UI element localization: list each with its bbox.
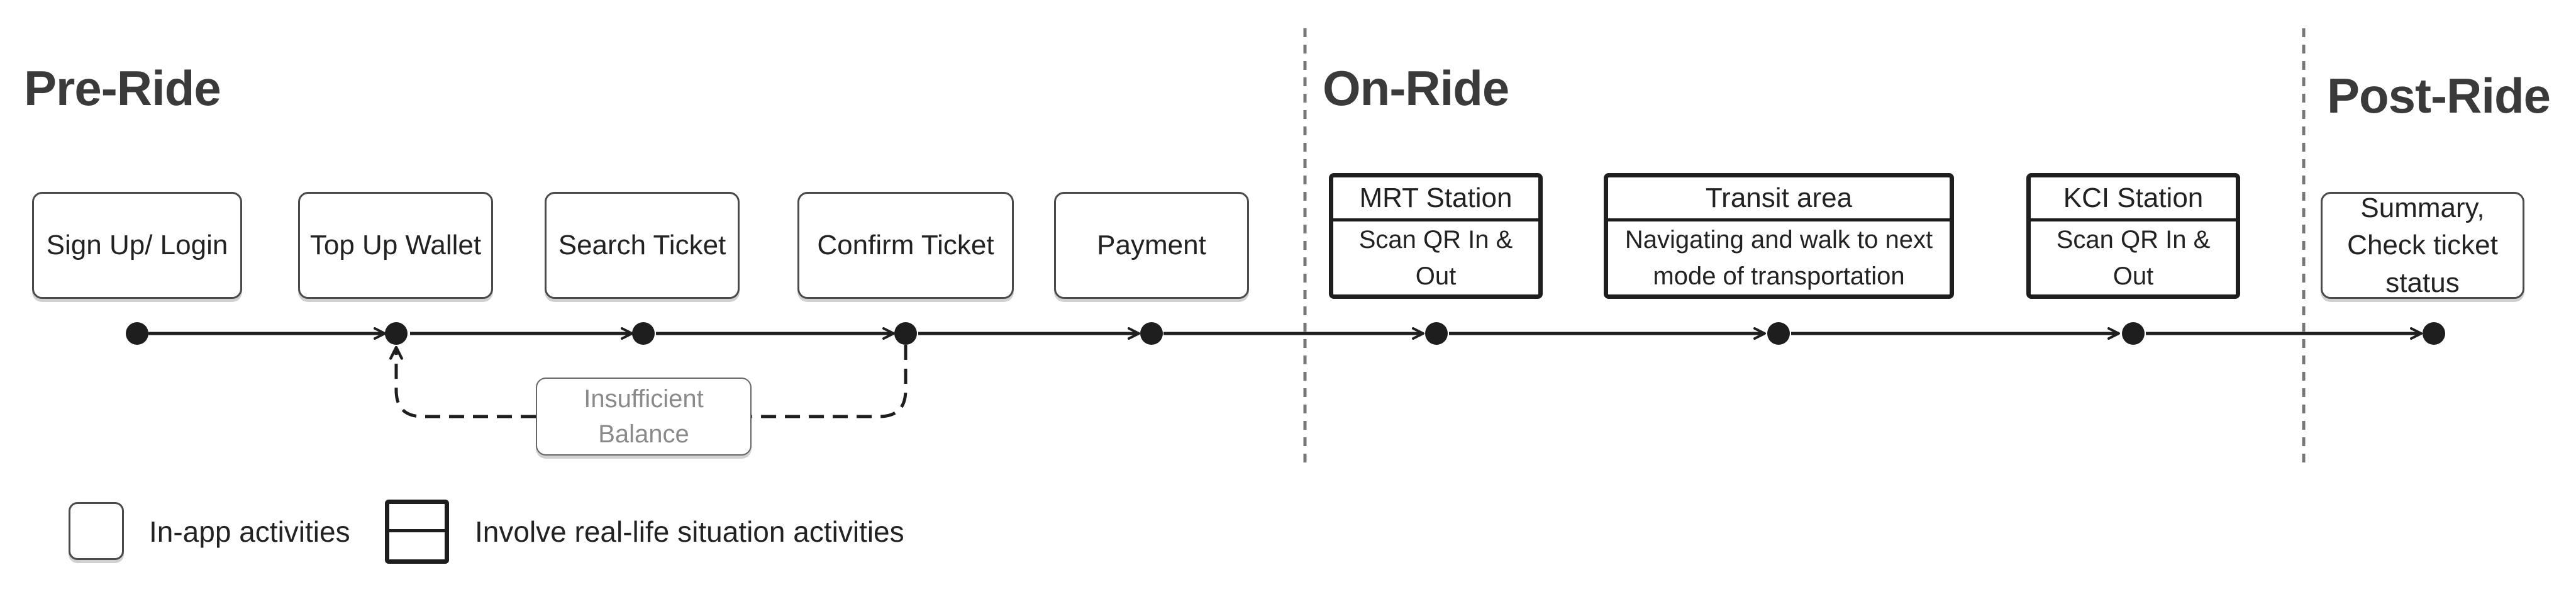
step-mrt-station: MRT Station Scan QR In & Out <box>1329 173 1543 299</box>
step-sign-up-login: Sign Up/ Login <box>32 192 242 299</box>
node-transit <box>1767 322 1790 345</box>
kci-station-title: KCI Station <box>2031 177 2236 221</box>
insufficient-balance-loop <box>396 345 908 418</box>
step-confirm-ticket: Confirm Ticket <box>797 192 1014 299</box>
step-search-ticket: Search Ticket <box>545 192 740 299</box>
node-summary <box>2423 322 2445 345</box>
phase-on-ride: On-Ride <box>1323 60 1509 116</box>
node-mrt <box>1425 322 1448 345</box>
mrt-station-detail: Scan QR In & Out <box>1358 226 1513 290</box>
legend-in-app-swatch <box>69 502 124 560</box>
node-signup <box>126 322 148 345</box>
node-payment <box>1140 322 1163 345</box>
legend-real-life-swatch <box>385 500 449 564</box>
phase-pre-ride: Pre-Ride <box>24 60 221 116</box>
insufficient-balance-label: Insufficient Balance <box>536 378 752 456</box>
legend-in-app-label: In-app activities <box>149 515 350 548</box>
node-search <box>632 322 655 345</box>
node-topup <box>385 322 408 345</box>
step-kci-station: KCI Station Scan QR In & Out <box>2026 173 2240 299</box>
step-summary-check-ticket-status: Summary, Check ticket status <box>2321 192 2524 299</box>
step-transit-area: Transit area Navigating and walk to next… <box>1604 173 1954 299</box>
step-payment: Payment <box>1054 192 1249 299</box>
phase-post-ride: Post-Ride <box>2327 68 2551 123</box>
step-top-up-wallet: Top Up Wallet <box>298 192 493 299</box>
node-confirm <box>894 322 917 345</box>
node-kci <box>2122 322 2145 345</box>
transit-area-detail: Navigating and walk to next mode of tran… <box>1624 226 1933 290</box>
legend-real-life-label: Involve real-life situation activities <box>475 515 904 548</box>
transit-area-title: Transit area <box>1608 177 1950 221</box>
mrt-station-title: MRT Station <box>1333 177 1538 221</box>
legend-real-life-swatch-divider <box>389 529 445 532</box>
kci-station-detail: Scan QR In & Out <box>2056 226 2211 290</box>
